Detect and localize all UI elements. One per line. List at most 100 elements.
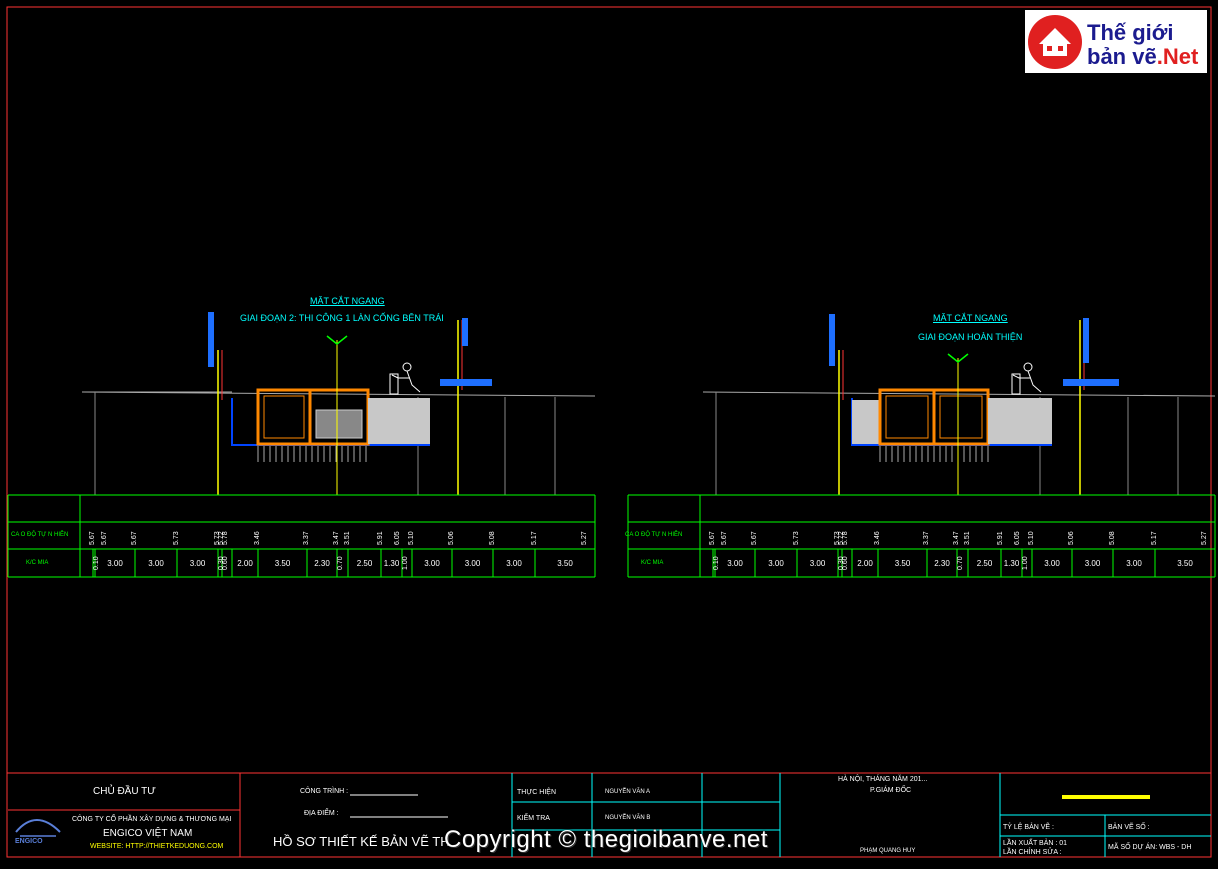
distance-value: 3.50 [557,559,573,568]
elevation-value: 3.37 [303,531,310,545]
elevation-value: 5.10 [1028,531,1035,545]
distance-value: 3.00 [424,559,440,568]
distance-value: 1.30 [383,559,400,568]
section-right-subtitle: GIAI ĐOẠN HOÀN THIỆN [918,332,1023,342]
elevation-value: 5.27 [1201,531,1208,545]
made-by-name: NGUYỄN VĂN A [605,789,651,795]
distance-value: 0.70 [337,556,344,570]
distance-value: 0.60 [842,556,849,570]
distance-value: 1.00 [402,556,409,570]
table-right-row2-label: K/C MIA [641,560,664,566]
title-block-frame [7,772,1211,857]
section-left-subtitle: GIAI ĐOẠN 2: THI CÔNG 1 LÀN CỐNG BÊN TRÁ… [240,313,444,323]
table-right-row1-label: CA O ĐỘ TỰ N HIÊN [625,532,683,538]
distance-value: 3.00 [1044,559,1060,568]
location-label: ĐỊA ĐIỂM : [304,810,339,817]
distance-value: 3.50 [894,559,911,568]
elevation-value: 5.08 [1109,531,1116,545]
distance-value: 2.50 [976,559,993,568]
logo-text-net: .Net [1156,44,1199,69]
copyright-watermark: Copyright © thegioibanve.net [444,826,768,853]
elevation-value: 3.37 [923,531,930,545]
distance-value: 1.30 [1003,559,1020,568]
elevation-value: 3.47 [953,531,960,545]
elevation-value: 5.67 [131,531,138,545]
deputy-director: P.GIÁM ĐỐC [870,787,912,794]
distance-value: 0.60 [222,556,229,570]
elevation-value: 5.67 [101,531,108,545]
cross-section-left [81,312,596,495]
checked-label: KIỂM TRA [517,815,550,822]
project-code: MÃ SỐ DỰ ÁN: WBS - DH [1108,844,1192,851]
distance-value: 3.00 [1126,559,1142,568]
issue-number: LẦN XUẤT BẢN : 01 [1003,840,1068,847]
elevation-value: 3.46 [874,531,881,545]
elevation-value: 5.67 [89,531,96,545]
section-left-title: MẶT CẮT NGANG [310,296,385,306]
sheet-border [6,6,1212,858]
logo-text-bottom: bản vẽ.Net [1087,44,1198,70]
distance-value: 2.30 [934,559,950,568]
logo-text-bottom-main: bản vẽ [1087,44,1157,69]
elevation-value: 5.10 [408,531,415,545]
elevation-value: 5.78 [842,531,849,545]
logo-text-top: Thế giới [1087,20,1174,45]
distance-value: 3.00 [189,559,206,568]
cross-section-right [702,314,1216,495]
distance-value: 1.00 [1022,556,1029,570]
elevation-value: 5.06 [1068,531,1075,545]
distance-value: 2.30 [314,559,330,568]
elevation-value: 5.08 [489,531,496,545]
elevation-value: 5.91 [377,531,384,545]
distance-value: 3.00 [727,559,743,568]
checked-name: NGUYỄN VĂN B [605,815,651,821]
distance-value: 3.00 [809,559,826,568]
company-line1: CÔNG TY CỔ PHẦN XÂY DỰNG & THƯƠNG MẠI [72,816,232,823]
elevation-value: 6.05 [394,531,401,545]
table-left-row1-label: CA O ĐỘ TỰ N HIÊN [11,532,69,538]
elevation-value: 5.91 [997,531,1004,545]
distance-value: 3.00 [506,559,522,568]
website-link[interactable]: WEBSITE: HTTP://THIETKEDUONG.COM [90,843,224,850]
project-label: CÔNG TRÌNH : [300,788,349,795]
distance-value: 3.00 [1084,559,1101,568]
elevation-value: 5.06 [448,531,455,545]
elevation-value: 3.51 [964,531,971,545]
elevation-value: 5.73 [173,531,180,545]
distance-value: 3.00 [107,559,123,568]
distance-value: 3.50 [274,559,291,568]
distance-value: 3.00 [464,559,481,568]
elevation-value: 3.47 [333,531,340,545]
sheet-number-label: BẢN VẼ SỐ : [1108,824,1150,831]
elevation-value: 5.67 [751,531,758,545]
document-title: HỒ SƠ THIẾT KẾ BẢN VẼ TH [273,834,450,849]
company-line2: ENGICO VIỆT NAM [103,828,193,839]
distance-value: 0.70 [957,556,964,570]
distance-value: 3.50 [1177,559,1193,568]
director-name: PHẠM QUANG HUY [860,848,916,854]
owner-label: CHỦ ĐẦU TƯ [93,786,156,797]
elevation-value: 5.78 [222,531,229,545]
distance-value: 3.00 [148,559,164,568]
site-logo[interactable]: Thế giới bản vẽ.Net [1025,10,1207,73]
elevation-value: 5.17 [1151,531,1158,545]
elevation-value: 5.73 [793,531,800,545]
elevation-value: 5.67 [709,531,716,545]
section-right-title: MẶT CẮT NGANG [933,313,1008,323]
data-tables [7,494,1216,578]
scale-label: TỶ LỆ BẢN VẼ : [1003,824,1054,831]
elevation-value: 5.17 [531,531,538,545]
elevation-value: 5.67 [721,531,728,545]
elevation-value: 5.27 [581,531,588,545]
elevation-value: 3.51 [344,531,351,545]
distance-value: 2.00 [237,559,253,568]
engico-logo-mark [15,819,61,837]
distance-value: 2.50 [356,559,373,568]
revision-label: LẦN CHỈNH SỬA : [1003,849,1062,856]
elevation-value: 6.05 [1014,531,1021,545]
place-date: HÀ NỘI, THÁNG NĂM 201... [838,776,928,783]
engico-text: ENGICO [15,838,43,845]
made-by-label: THỰC HIỆN [517,789,557,796]
table-left-row2-label: K/C MIA [26,560,49,566]
